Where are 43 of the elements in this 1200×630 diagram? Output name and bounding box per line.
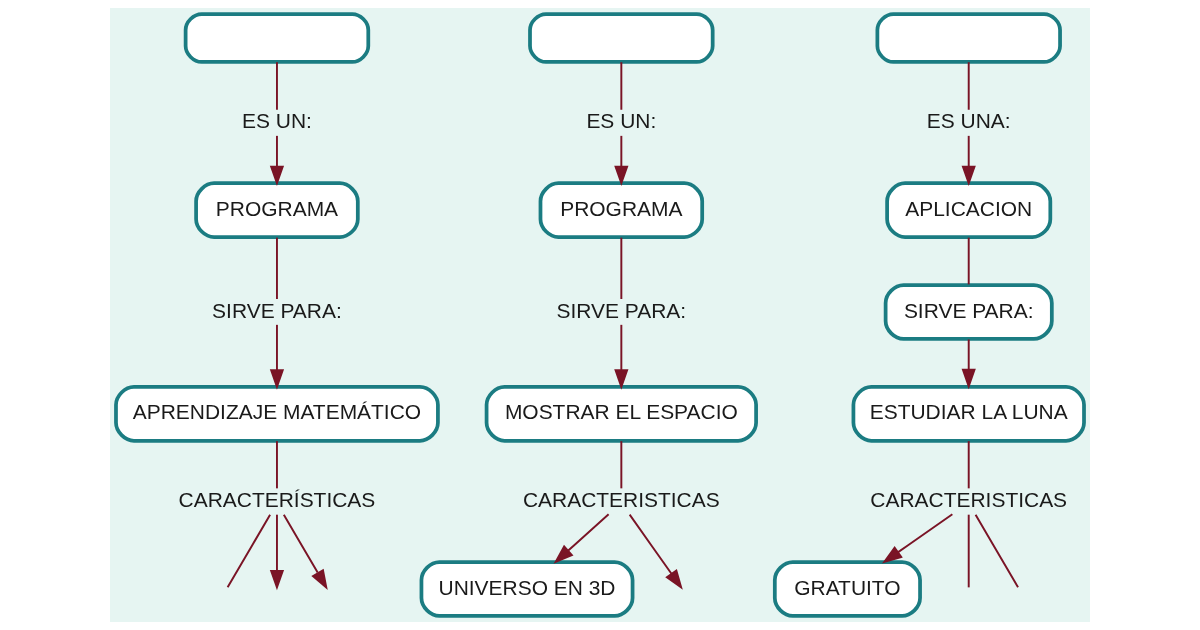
node-text: CARACTERISTICAS [870,487,1068,511]
connector [275,236,278,300]
arrow [614,323,629,390]
arrow [269,134,285,187]
connector [967,236,970,286]
connector [974,513,1019,589]
node-box: APLICACION [885,181,1053,239]
connector [275,440,278,490]
arrow [282,513,328,590]
connector [967,513,970,589]
connector [620,440,623,490]
node-text: ES UN: [242,109,312,133]
arrow [614,134,629,187]
node-box: ESTUDIAR LA LUNA [851,385,1086,443]
node-box: APRENDIZAJE MATEMÁTICO [114,385,440,443]
node-box [875,12,1062,64]
node-text: ES UNA: [926,109,1011,133]
connector [967,61,970,111]
node-text: SIRVE PARA: [212,298,342,322]
arrow [269,323,285,390]
node-box: PROGRAMA [194,181,360,239]
connector [967,440,970,490]
node-box: UNIVERSO EN 3D [419,560,635,618]
node-text: ES UN: [586,109,657,133]
arrow [269,513,285,591]
node-box [528,12,715,64]
arrow [553,513,610,564]
node-text: CARACTERÍSTICAS [178,487,376,511]
connector [620,61,623,111]
node-box [183,12,371,64]
arrow [961,338,976,390]
arrow [961,134,976,187]
node-box: MOSTRAR EL ESPACIO [484,385,758,443]
arrow [628,513,683,590]
node-box: PROGRAMA [538,181,705,239]
connector [226,513,272,589]
node-text: SIRVE PARA: [556,298,687,322]
node-box: GRATUITO [772,560,922,618]
node-text: CARACTERISTICAS [522,487,720,511]
arrow [881,513,954,564]
connector [275,61,278,111]
connector [620,236,623,300]
node-box: SIRVE PARA: [883,283,1054,341]
